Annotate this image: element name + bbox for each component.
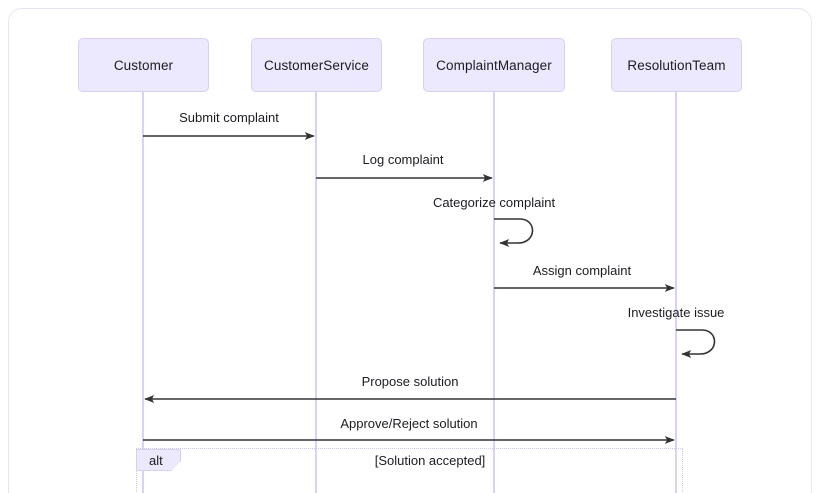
participant-label-complaintmanager: ComplaintManager <box>436 57 552 73</box>
message-label-propose-solution: Propose solution <box>361 374 459 389</box>
participant-customerservice[interactable]: CustomerService <box>251 38 382 92</box>
participant-resolutionteam[interactable]: ResolutionTeam <box>611 38 742 92</box>
message-label-investigate-issue: Investigate issue <box>627 305 725 320</box>
participant-complaintmanager[interactable]: ComplaintManager <box>423 38 565 92</box>
participant-customer[interactable]: Customer <box>78 38 209 92</box>
lifeline-resolutionteam <box>675 92 677 493</box>
message-selfloop-investigate-issue <box>676 329 716 358</box>
message-label-categorize-complaint: Categorize complaint <box>432 195 556 210</box>
participant-label-resolutionteam: ResolutionTeam <box>627 57 726 73</box>
alt-fragment-condition: [Solution accepted] <box>374 453 486 468</box>
message-selfloop-categorize-complaint <box>494 218 534 247</box>
message-label-approve-reject-solution: Approve/Reject solution <box>340 416 478 431</box>
participant-label-customerservice: CustomerService <box>263 57 370 73</box>
lifeline-customer <box>142 92 144 493</box>
message-label-assign-complaint: Assign complaint <box>532 263 632 278</box>
lifeline-complaintmanager <box>493 92 495 493</box>
alt-fragment-operator-tab[interactable]: alt <box>136 449 181 471</box>
message-label-submit-complaint: Submit complaint <box>179 110 279 125</box>
alt-fragment-operator-label: alt <box>149 452 163 468</box>
participant-label-customer: Customer <box>113 57 174 73</box>
lifeline-customerservice <box>315 92 317 493</box>
message-label-log-complaint: Log complaint <box>362 152 444 167</box>
